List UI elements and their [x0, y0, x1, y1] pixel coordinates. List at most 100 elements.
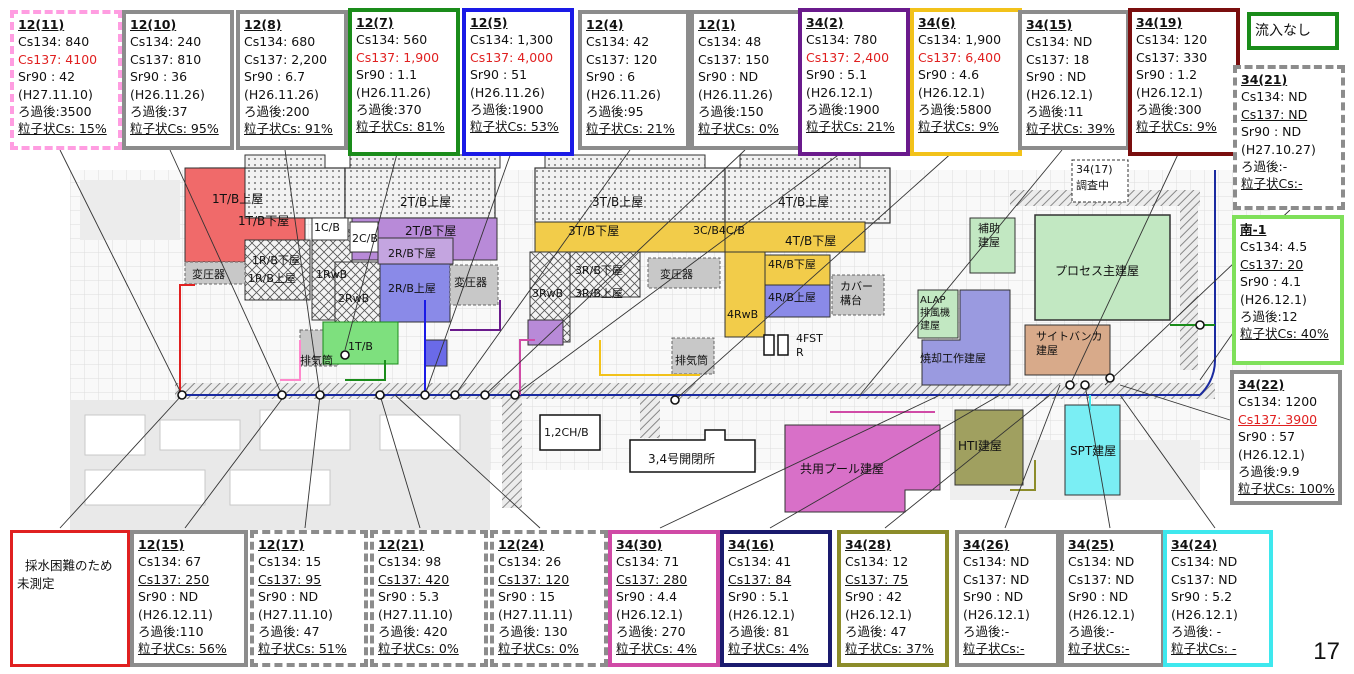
label-1tb-upper: 1T/B上屋 — [212, 192, 264, 206]
cs137-value: Cs137: 2,400 — [806, 49, 890, 65]
sample-date: (H26.12.1) — [1240, 291, 1307, 307]
cs134-value: Cs134: 15 — [258, 554, 322, 570]
sample-id: 34(26) — [963, 537, 1010, 552]
label-34-switchyard: 3,4号開閉所 — [648, 452, 716, 466]
cs137-value: Cs137: 75 — [845, 571, 909, 587]
cs134-value: Cs134: 67 — [138, 554, 202, 570]
cs134-value: Cs134: 41 — [728, 554, 792, 570]
filtered-value: ろ過後:9.9 — [1238, 464, 1300, 480]
cs134-value: Cs134: ND — [963, 554, 1030, 570]
cs137-value: Cs137: 420 — [378, 571, 450, 587]
filtered-value: ろ過後:37 — [130, 104, 188, 120]
filtered-value: ろ過後: 47 — [258, 624, 320, 640]
label-3tb-lower: 3T/B下屋 — [568, 224, 620, 238]
cs137-value: Cs137: 4,000 — [470, 49, 554, 65]
sample-date: (H26.12.1) — [1026, 86, 1093, 102]
sr90-value: Sr90 : ND — [1241, 124, 1302, 140]
sample-date: (H27.11.10) — [18, 86, 93, 102]
sr90-value: Sr90 : 36 — [130, 69, 188, 85]
cs137-value: Cs137: 120 — [498, 571, 570, 587]
filtered-value: ろ過後: 130 — [498, 624, 568, 640]
particulate-cs: 粒子状Cs:- — [963, 641, 1025, 657]
sample-id: 34(2) — [806, 15, 844, 30]
cs137-value: Cs137: ND — [1171, 571, 1238, 587]
cs134-value: Cs134: 1200 — [1238, 394, 1318, 410]
sr90-value: Sr90 : ND — [1068, 589, 1129, 605]
label-hti: HTI建屋 — [958, 439, 1002, 453]
filtered-value: ろ過後:11 — [1026, 104, 1084, 120]
cs134-value: Cs134: 26 — [498, 554, 562, 570]
label-4rwb: 4RwB — [727, 308, 759, 321]
cs137-value: Cs137: 330 — [1136, 49, 1208, 65]
particulate-cs: 粒子状Cs: 0% — [498, 641, 579, 657]
sample-id: 12(24) — [498, 537, 545, 552]
label-3rb-lower: 3R/B下屋 — [575, 264, 623, 277]
label-2rb-upper: 2R/B上屋 — [388, 282, 436, 295]
sample-id: 34(24) — [1171, 537, 1218, 552]
filtered-value: ろ過後:200 — [244, 104, 310, 120]
label-4rb-lower: 4R/B下屋 — [768, 258, 816, 271]
sample-date: (H26.12.1) — [845, 606, 912, 622]
cs134-value: Cs134: 560 — [356, 32, 428, 48]
cs134-value: Cs134: ND — [1068, 554, 1135, 570]
sample-id: 34(16) — [728, 537, 775, 552]
connector-lines — [59, 149, 1291, 529]
label-exhaust-stack-2: 排気筒 — [675, 354, 708, 367]
sr90-value: Sr90 : 5.3 — [378, 589, 440, 605]
filtered-value: ろ過後:5800 — [918, 102, 992, 118]
cs134-value: Cs134: 48 — [698, 34, 762, 50]
cs134-value: Cs134: 4.5 — [1240, 239, 1308, 255]
cs137-value: Cs137: 280 — [616, 571, 688, 587]
particulate-cs: 粒子状Cs: 4% — [728, 641, 809, 657]
sample-id: 12(15) — [138, 537, 185, 552]
cs134-value: Cs134: 780 — [806, 32, 878, 48]
cs137-value: Cs137: 6,400 — [918, 49, 1002, 65]
filtered-value: ろ過後: 47 — [845, 624, 907, 640]
cs137-value: Cs137: 250 — [138, 571, 210, 587]
cs134-value: Cs134: 680 — [244, 34, 316, 50]
sample-id: 12(1) — [698, 17, 736, 32]
sample-date: (H26.11.26) — [470, 84, 545, 100]
sample-date: (H27.11.10) — [258, 606, 333, 622]
filtered-value: ろ過後:1900 — [806, 102, 880, 118]
label-auxiliary: 補助 建屋 — [978, 222, 1000, 249]
particulate-cs: 粒子状Cs:- — [1068, 641, 1130, 657]
filtered-value: ろ過後:95 — [586, 104, 644, 120]
sample-id: 34(19) — [1136, 15, 1183, 30]
filtered-value: ろ過後:300 — [1136, 102, 1202, 118]
no-inflow-box: 流入なし — [1247, 12, 1339, 50]
label-2tb-upper: 2T/B上屋 — [400, 195, 452, 209]
sample-id: 12(11) — [18, 17, 65, 32]
label-1tb-small: 1T/B — [348, 340, 373, 353]
filtered-value: ろ過後:12 — [1240, 309, 1298, 325]
label-cover-frame: カバー 構台 — [840, 280, 873, 307]
sample-id: 34(25) — [1068, 537, 1115, 552]
cs137-value: Cs137: ND — [1068, 571, 1135, 587]
sample-id: 34(21) — [1241, 72, 1288, 87]
sample-date: (H27.11.11) — [498, 606, 573, 622]
sample-date: (H26.12.1) — [806, 84, 873, 100]
drainage-lines — [179, 170, 1216, 491]
particulate-cs: 粒子状Cs: 9% — [918, 119, 999, 135]
sample-date: (H26.11.26) — [586, 86, 661, 102]
label-process-main: プロセス主建屋 — [1055, 264, 1140, 278]
cs137-value: Cs137: 3900 — [1238, 411, 1318, 427]
sample-date: (H26.12.1) — [1136, 84, 1203, 100]
sample-id: 12(10) — [130, 17, 177, 32]
sample-id: 12(4) — [586, 17, 624, 32]
sample-id: 12(8) — [244, 17, 282, 32]
particulate-cs: 粒子状Cs: 53% — [470, 119, 559, 135]
label-2rwb: 2RwB — [338, 292, 370, 305]
particulate-cs: 粒子状Cs: 40% — [1240, 326, 1329, 342]
cs137-value: Cs137: 1,900 — [356, 49, 440, 65]
sample-date: (H26.11.26) — [356, 84, 431, 100]
